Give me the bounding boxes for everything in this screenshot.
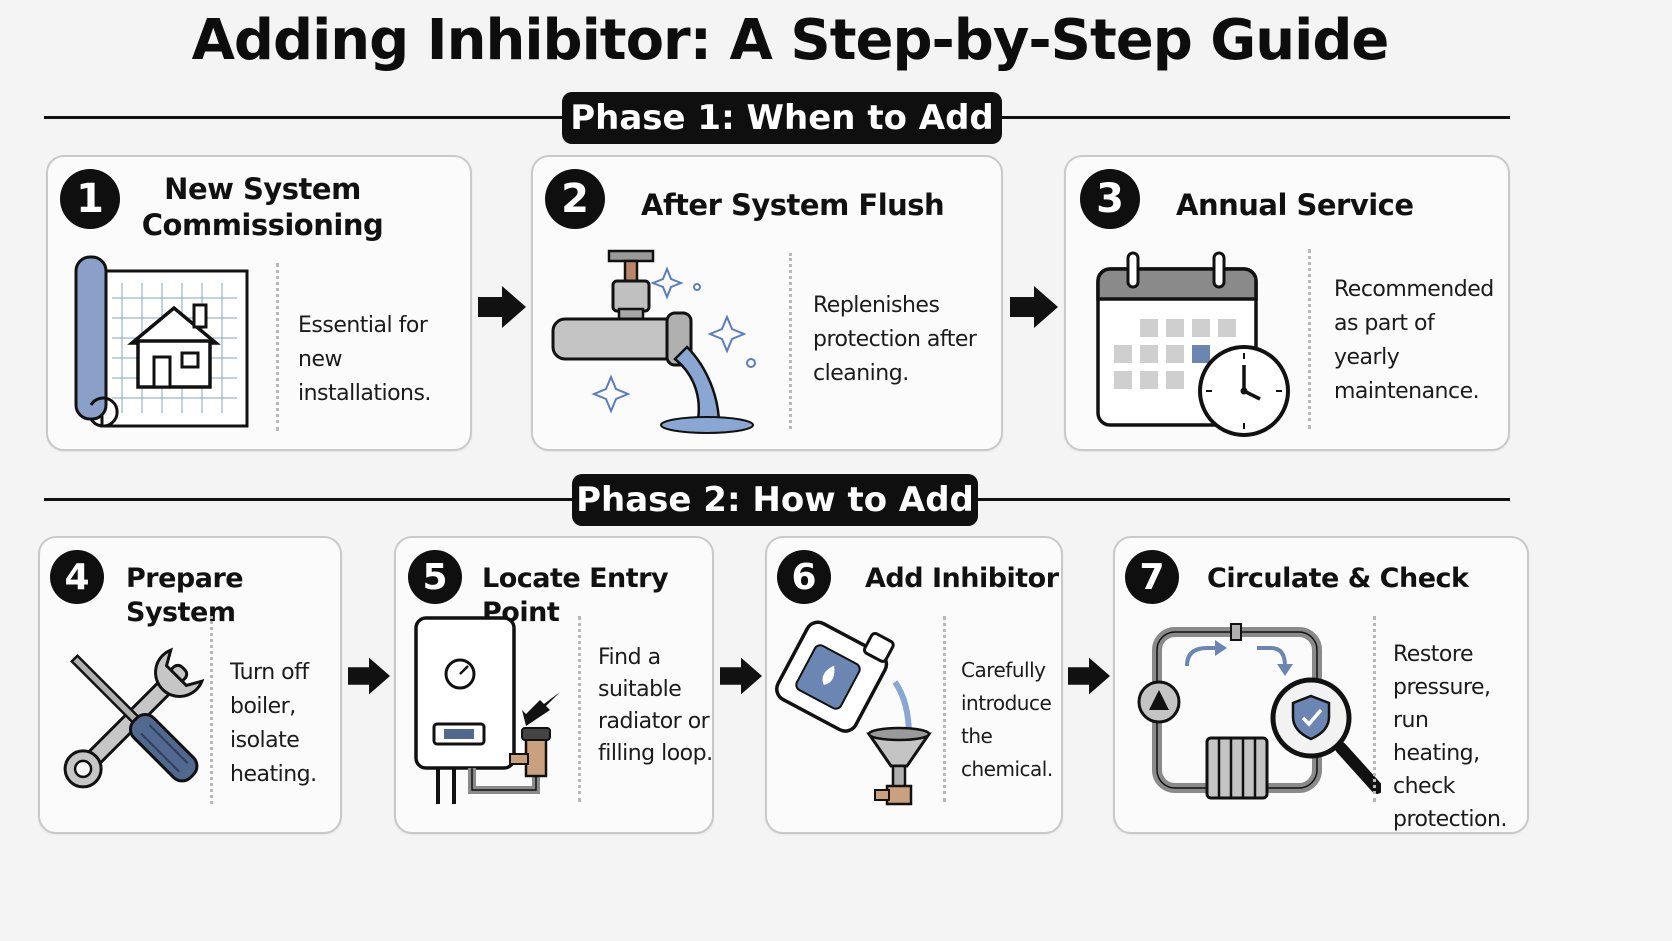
step-description: Replenishes protection after cleaning. <box>813 293 977 386</box>
arrow-right-icon <box>720 657 762 695</box>
phase1-label: Phase 1: When to Add <box>562 92 1002 144</box>
step-title: Add Inhibitor <box>865 563 1059 594</box>
arrow-right-icon <box>1010 286 1058 328</box>
step-description: Recommended as part of yearly maintenanc… <box>1334 277 1494 404</box>
step-number-badge: 5 <box>408 550 462 604</box>
divider <box>789 253 792 429</box>
step-number-badge: 7 <box>1125 550 1179 604</box>
step-title: Annual Service <box>1176 188 1414 222</box>
step-title: Circulate & Check <box>1207 563 1469 594</box>
step-description: Essential for new installations. <box>298 313 431 406</box>
step-number-badge: 6 <box>777 550 831 604</box>
water-tap-icon <box>547 247 787 441</box>
divider <box>276 263 279 431</box>
step-title: New System Commissioning <box>141 172 384 242</box>
arrow-right-icon <box>1068 657 1110 695</box>
phase1-rule-left <box>44 116 564 119</box>
arrow-right-icon <box>348 657 390 695</box>
step-card-3: 3 Annual Service Reco <box>1064 155 1510 451</box>
step-number-badge: 3 <box>1080 169 1140 229</box>
step-description: Turn off boiler, isolate heating. <box>230 660 317 787</box>
step-description: Restore pressure, run heating, check pro… <box>1393 642 1507 832</box>
step-number-badge: 2 <box>545 169 605 229</box>
bottle-funnel-icon <box>773 614 933 818</box>
step-description: Find a suitable radiator or filling loop… <box>598 645 713 766</box>
divider <box>943 616 946 802</box>
phase2-rule-left <box>44 498 576 501</box>
boiler-icon <box>412 614 562 814</box>
step-description: Carefully introduce the chemical. <box>961 658 1053 781</box>
phase2-rule-right <box>976 498 1510 501</box>
step-title: Locate Entry Point <box>482 563 669 628</box>
wrench-screwdriver-icon <box>56 630 212 810</box>
step-number-badge: 4 <box>50 550 104 604</box>
phase2-label: Phase 2: How to Add <box>572 474 978 526</box>
step-card-2: 2 After System Flush Replenishes protect… <box>531 155 1003 451</box>
arrow-right-icon <box>478 286 526 328</box>
step-card-7: 7 Circulate & Check Restore pressure, ru… <box>1113 536 1529 834</box>
circulation-check-icon <box>1131 620 1383 820</box>
divider <box>1373 616 1376 802</box>
step-card-6: 6 Add Inhibitor Carefully introduce the … <box>765 536 1063 834</box>
step-card-1: 1 New System Commissioning Essential for… <box>46 155 472 451</box>
step-card-4: 4 Prepare System Turn off boiler, isolat… <box>38 536 342 834</box>
page-title: Adding Inhibitor: A Step-by-Step Guide <box>191 8 1390 73</box>
phase1-rule-right <box>1000 116 1510 119</box>
step-number-badge: 1 <box>60 169 120 229</box>
step-card-5: 5 Locate Entry Point Find a suitable rad… <box>394 536 714 834</box>
blueprint-house-icon <box>72 253 252 437</box>
calendar-clock-icon <box>1092 249 1298 449</box>
divider <box>1308 249 1311 429</box>
divider <box>578 616 581 802</box>
step-title: After System Flush <box>641 188 945 222</box>
divider <box>210 616 213 804</box>
step-title: Prepare System <box>126 563 244 628</box>
